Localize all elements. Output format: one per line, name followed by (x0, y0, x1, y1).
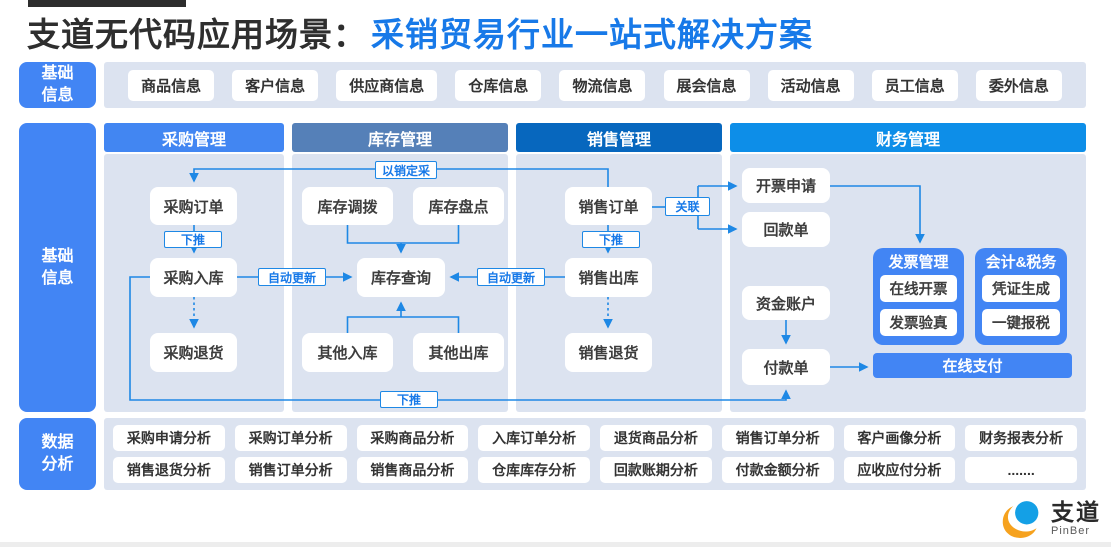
connector-label-auto-update-left: 自动更新 (258, 268, 326, 286)
section-label-text: 数据分析 (41, 434, 74, 473)
top-edge-bar (28, 0, 186, 7)
brand-logo: 支道 PinBer (998, 498, 1101, 540)
node-purchase-return: 采购退货 (150, 333, 237, 372)
node-payment-doc: 付款单 (742, 349, 830, 385)
page-title: 支道无代码应用场景：采销贸易行业一站式解决方案 (27, 8, 813, 56)
node-sales-outbound: 销售出库 (565, 258, 652, 297)
connector-label-sales-driven-purchase: 以销定采 (375, 161, 437, 179)
section-label-text: 基础信息 (41, 247, 74, 287)
node-online-payment: 在线支付 (873, 353, 1072, 378)
chip-sales-order-analysis-1: 销售订单分析 (721, 425, 834, 451)
chip-customer-profile-analysis: 客户画像分析 (843, 425, 956, 451)
chip-inbound-order-analysis: 入库订单分析 (478, 425, 590, 451)
chip-payment-amount-analysis: 付款金额分析 (721, 457, 834, 483)
chip-outsourcing-info: 委外信息 (975, 69, 1062, 101)
node-invoice-request: 开票申请 (742, 168, 830, 203)
group-title-invoice: 发票管理 (888, 254, 949, 271)
chip-return-product-analysis: 退货商品分析 (600, 425, 712, 451)
chip-activity-info: 活动信息 (767, 69, 854, 101)
pinber-logo-icon (1002, 501, 1039, 538)
node-voucher-generate: 凭证生成 (982, 275, 1060, 302)
analytics-strip: 采购申请分析 采购订单分析 采购商品分析 入库订单分析 退货商品分析 销售订单分… (104, 418, 1086, 490)
title-highlight: 采销贸易行业一站式解决方案 (371, 16, 813, 53)
chip-supplier-info: 供应商信息 (336, 69, 438, 101)
chip-ar-ap-analysis: 应收应付分析 (843, 457, 956, 483)
connector-label-pull-down-sales: 下推 (582, 231, 640, 248)
connector-label-link: 关联 (665, 197, 710, 216)
group-invoice-management: 发票管理 在线开票 发票验真 (873, 248, 964, 345)
group-accounting-tax: 会计&税务 凭证生成 一键报税 (975, 248, 1067, 345)
chip-purchase-order-analysis: 采购订单分析 (234, 425, 347, 451)
node-purchase-order: 采购订单 (150, 187, 237, 225)
node-inventory-query: 库存查询 (357, 258, 445, 297)
chip-sales-order-analysis-2: 销售订单分析 (234, 457, 347, 483)
connector-label-pull-down-payment: 下推 (380, 391, 438, 408)
chip-exhibition-info: 展会信息 (663, 69, 750, 101)
node-purchase-inbound: 采购入库 (150, 258, 237, 297)
column-header-inventory: 库存管理 (292, 123, 508, 152)
node-inventory-transfer: 库存调拨 (302, 187, 393, 225)
chip-warehouse-info: 仓库信息 (455, 69, 542, 101)
chip-purchase-product-analysis: 采购商品分析 (356, 425, 469, 451)
logo-name: 支道 (1051, 499, 1101, 525)
chip-product-info: 商品信息 (128, 69, 215, 101)
connector-label-auto-update-right: 自动更新 (477, 268, 545, 286)
node-other-outbound: 其他出库 (413, 333, 504, 372)
basic-info-strip: 商品信息 客户信息 供应商信息 仓库信息 物流信息 展会信息 活动信息 员工信息… (104, 62, 1086, 108)
connector-label-pull-down-purchase: 下推 (164, 231, 222, 248)
chip-receipt-period-analysis: 回款账期分析 (600, 457, 712, 483)
node-capital-account: 资金账户 (742, 286, 830, 320)
chip-more-ellipsis: ....... (965, 457, 1077, 483)
node-sales-order: 销售订单 (565, 187, 652, 225)
title-prefix: 支道无代码应用场景： (27, 16, 367, 53)
chip-sales-product-analysis: 销售商品分析 (356, 457, 469, 483)
section-label-text: 基础信息 (41, 65, 74, 104)
chip-finance-report-analysis: 财务报表分析 (965, 425, 1077, 451)
section-label-data-analytics: 数据分析 (19, 418, 96, 490)
chip-employee-info: 员工信息 (871, 69, 958, 101)
chip-sales-return-analysis: 销售退货分析 (113, 457, 225, 483)
column-header-sales: 销售管理 (516, 123, 722, 152)
node-online-invoicing: 在线开票 (880, 275, 957, 302)
node-other-inbound: 其他入库 (302, 333, 393, 372)
node-sales-return: 销售退货 (565, 333, 652, 372)
chip-purchase-request-analysis: 采购申请分析 (113, 425, 225, 451)
column-header-finance: 财务管理 (730, 123, 1086, 152)
chip-customer-info: 客户信息 (232, 69, 319, 101)
node-receipt-doc: 回款单 (742, 212, 830, 247)
chip-logistics-info: 物流信息 (559, 69, 646, 101)
node-one-click-tax: 一键报税 (982, 309, 1060, 336)
column-header-purchase: 采购管理 (104, 123, 284, 152)
section-label-basic-info-mid: 基础信息 (19, 123, 96, 412)
section-label-basic-info-top: 基础信息 (19, 62, 96, 108)
bottom-edge-bar (0, 542, 1111, 547)
node-inventory-count: 库存盘点 (413, 187, 504, 225)
logo-subtitle: PinBer (1051, 525, 1091, 537)
node-invoice-verify: 发票验真 (880, 309, 957, 336)
chip-warehouse-stock-analysis: 仓库库存分析 (478, 457, 590, 483)
group-title-accounting: 会计&税务 (985, 254, 1057, 271)
